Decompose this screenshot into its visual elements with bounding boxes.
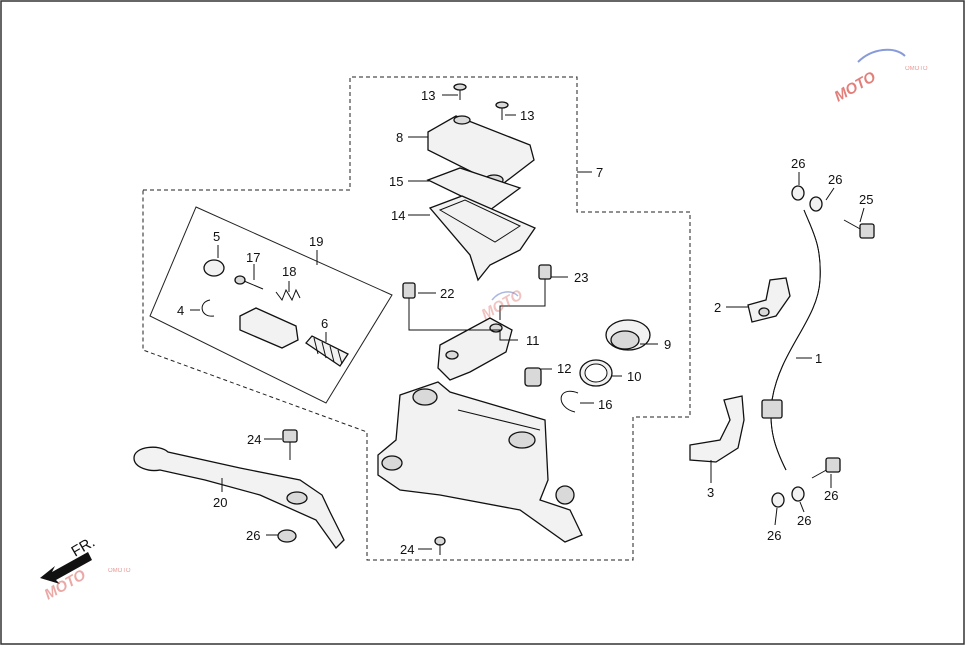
callout-17: 17 (246, 250, 260, 265)
callout-25: 26 (246, 528, 260, 543)
callout-22: 24 (400, 542, 414, 557)
pivot-nut (277, 529, 297, 543)
watermark-top-right: MOTO OMOTO (832, 48, 928, 105)
callout-10: 10 (627, 369, 641, 384)
callout-11: 11 (526, 333, 540, 348)
boot (605, 319, 651, 351)
watermark-center: MOTO (479, 286, 527, 323)
callout-16: 16 (598, 397, 612, 412)
brake-hose (761, 209, 821, 471)
callout-5: 5 (213, 229, 220, 244)
callout-6: 6 (321, 316, 328, 331)
callout-19: 19 (309, 234, 323, 249)
switch-cap (524, 367, 542, 387)
callout-18: 18 (282, 264, 296, 279)
callout-20: 20 (213, 495, 227, 510)
washer-26a (791, 185, 805, 201)
callout-13: 13 (520, 108, 534, 123)
callout-2: 2 (714, 300, 721, 315)
callout-8: 8 (396, 130, 403, 145)
hose-clamp (747, 277, 791, 323)
svg-text:OMOTO: OMOTO (108, 568, 131, 574)
push-rod (234, 275, 264, 290)
bolt-21b (538, 264, 552, 300)
callout-7: 7 (596, 165, 603, 180)
svg-text:MOTO: MOTO (479, 286, 527, 323)
washer-26b (809, 196, 823, 212)
callout-13: 13 (421, 88, 435, 103)
banjo-bolt-24a (843, 219, 875, 239)
brake-lever (133, 446, 345, 550)
front-direction-label: FR. (69, 534, 98, 561)
callout-1: 1 (815, 351, 822, 366)
spring-18 (275, 288, 301, 302)
callout-26: 26 (767, 528, 781, 543)
callout-23: 24 (247, 432, 261, 447)
svg-text:OMOTO: OMOTO (905, 66, 928, 72)
master-cylinder-body (377, 381, 583, 543)
callout-9: 9 (664, 337, 671, 352)
callout-24: 26 (824, 488, 838, 503)
callout-labels: 13 13 8 15 14 7 22 23 11 9 10 12 16 5 17… (177, 88, 873, 557)
bolt-21a (402, 282, 416, 318)
callout-15: 15 (389, 174, 403, 189)
washer-26d (791, 486, 805, 502)
leader-lines (190, 94, 865, 550)
callout-14: 14 (391, 208, 405, 223)
callout-24: 25 (859, 192, 873, 207)
diaphragm (428, 195, 536, 282)
banjo-bolt-24b (811, 457, 841, 479)
svg-text:MOTO: MOTO (832, 68, 880, 105)
circlip (560, 390, 579, 413)
piston (239, 307, 299, 349)
kit-box (149, 206, 393, 404)
spring-6 (305, 335, 349, 367)
callout-26: 26 (797, 513, 811, 528)
callout-26: 26 (791, 156, 805, 171)
snap-ring (201, 299, 215, 317)
screw-13a (453, 83, 467, 100)
callout-4: 4 (177, 303, 184, 318)
dust-seal (203, 259, 225, 277)
hose-bracket (689, 395, 745, 463)
callout-12: 12 (557, 361, 571, 376)
washer-26c (771, 492, 785, 508)
callout-3: 3 (707, 485, 714, 500)
callout-21: 22 (440, 286, 454, 301)
callout-26: 26 (828, 172, 842, 187)
screw-22 (434, 536, 446, 555)
callout-21: 23 (574, 270, 588, 285)
screw-13b (495, 101, 509, 120)
pivot-bolt (282, 429, 298, 460)
holder-clamp (437, 317, 513, 381)
